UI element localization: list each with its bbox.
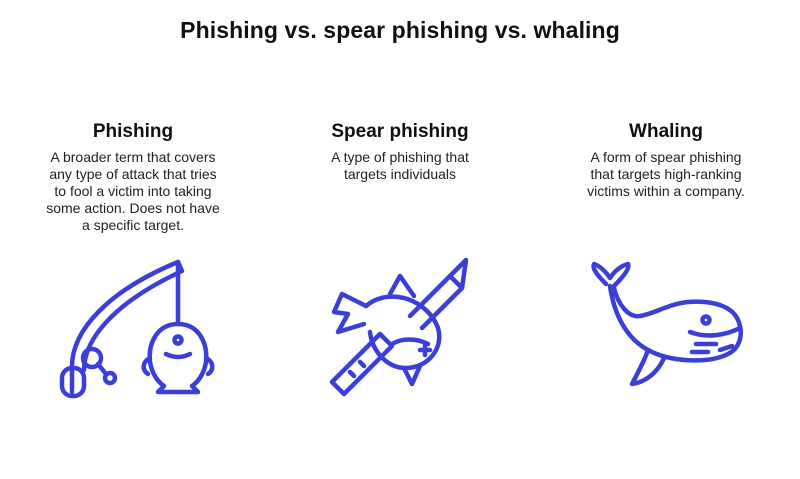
- desc-line: A form of spear phishing: [590, 149, 742, 165]
- desc-line: A type of phishing that: [331, 149, 469, 165]
- page-title: Phishing vs. spear phishing vs. whaling: [180, 17, 620, 43]
- spear-through-fish-icon: [329, 257, 469, 397]
- phishing-heading: Phishing: [92, 121, 174, 142]
- whale-icon: [591, 261, 743, 387]
- desc-line: any type of attack that tries: [49, 166, 217, 182]
- spear-phishing-description: A type of phishing that targets individu…: [285, 149, 515, 183]
- desc-line: some action. Does not have: [46, 200, 220, 216]
- desc-line: victims within a company.: [587, 183, 745, 199]
- column-spear-phishing: Spear phishing A type of phishing that t…: [285, 120, 515, 183]
- column-whaling: Whaling A form of spear phishing that ta…: [551, 120, 781, 200]
- fishing-rod-with-fish-icon: [59, 259, 215, 399]
- desc-line: A broader term that covers: [50, 149, 216, 165]
- desc-line: that targets high-ranking: [590, 166, 742, 182]
- spear-phishing-heading: Spear phishing: [331, 121, 469, 142]
- whaling-description: A form of spear phishing that targets hi…: [551, 149, 781, 200]
- column-phishing: Phishing A broader term that covers any …: [18, 120, 248, 234]
- desc-line: a specific target.: [82, 217, 184, 233]
- phishing-description: A broader term that covers any type of a…: [18, 149, 248, 234]
- desc-line: to fool a victim into taking: [54, 183, 212, 199]
- whaling-heading: Whaling: [629, 121, 703, 142]
- desc-line: targets individuals: [343, 166, 457, 182]
